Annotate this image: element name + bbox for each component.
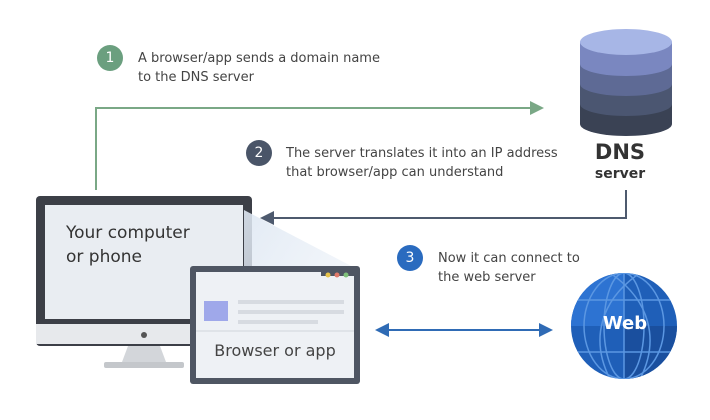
step-2-badge: 2 [246, 140, 272, 166]
step-2-text: The server translates it into an IP addr… [286, 144, 558, 182]
step-1-line-1: A browser/app sends a domain name [138, 51, 380, 66]
dns-title: DNS [594, 140, 646, 164]
step-1-badge: 1 [97, 45, 123, 71]
computer-line-1: Your computer [66, 223, 190, 243]
dns-server-label: DNS server [580, 140, 660, 184]
step-3-text: Now it can connect to the web server [438, 249, 580, 287]
web-label: Web [602, 313, 648, 334]
step-3-badge: 3 [397, 245, 423, 271]
computer-label: Your computer or phone [66, 221, 190, 269]
step-1-text: A browser/app sends a domain name to the… [138, 49, 380, 87]
dns-subtitle: server [594, 166, 646, 182]
browser-label: Browser or app [214, 341, 336, 360]
computer-line-2: or phone [66, 247, 142, 267]
step-3-line-1: Now it can connect to [438, 251, 580, 266]
arrow-to-dns [95, 101, 544, 190]
step-3-line-2: the web server [438, 270, 536, 285]
browser-window-icon [190, 266, 360, 384]
arrow-from-dns [260, 190, 627, 225]
database-icon [580, 29, 672, 136]
step-2-line-1: The server translates it into an IP addr… [286, 146, 558, 161]
arrow-browser-web [375, 323, 553, 337]
step-2-line-2: that browser/app can understand [286, 165, 504, 180]
step-1-line-2: to the DNS server [138, 70, 254, 85]
